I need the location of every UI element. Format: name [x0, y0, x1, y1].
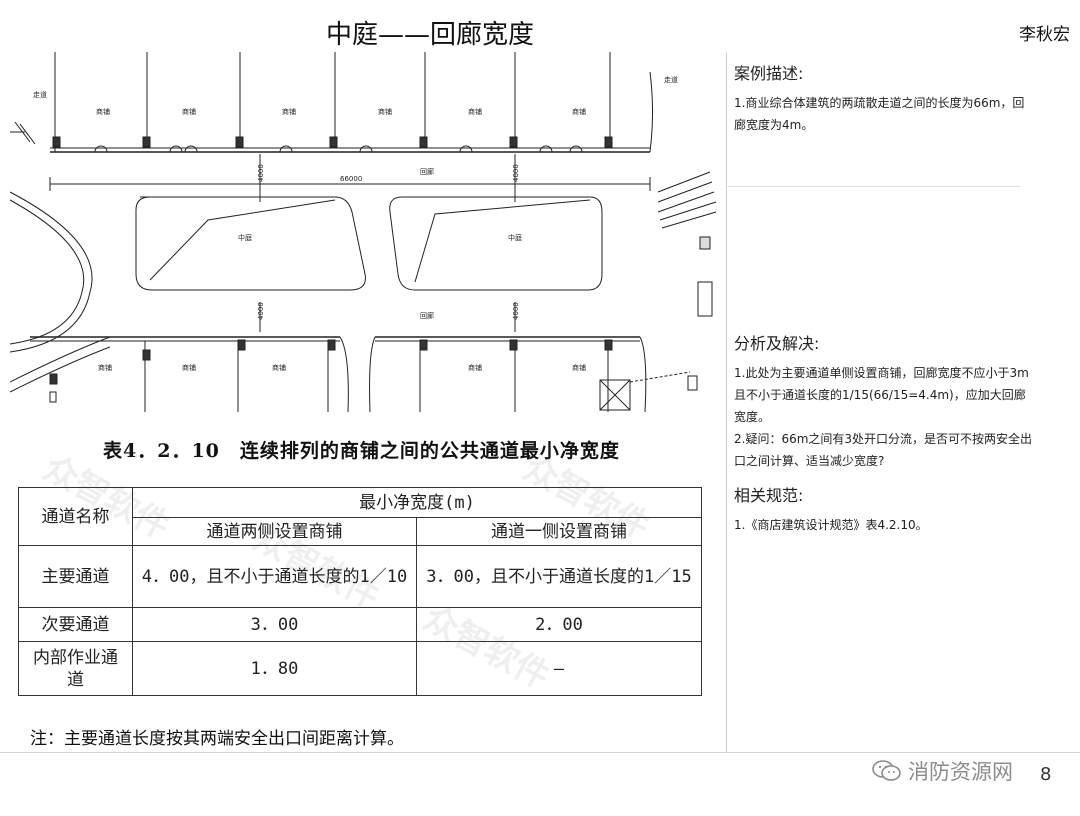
analysis-title: 分析及解决:: [734, 334, 820, 353]
label-shop: 商铺: [468, 363, 482, 372]
label-atrium: 中庭: [508, 233, 522, 242]
page-number: 8: [1040, 764, 1052, 785]
label-corridor-right: 走道: [664, 75, 678, 84]
wechat-icon: [872, 760, 901, 781]
label-shop: 商铺: [98, 363, 112, 372]
table-caption: 表4．2．10 连续排列的商铺之间的公共通道最小净宽度: [103, 440, 620, 462]
header-both-sides: 通道两侧设置商铺: [132, 517, 417, 546]
analysis-text-1: 1.此处为主要通道单侧设置商铺，回廊宽度不应小于3m且不小于通道长度的1/15(…: [734, 366, 1029, 424]
label-shop: 商铺: [468, 107, 482, 116]
footer-logo: 消防资源网: [872, 756, 1013, 786]
label-shop: 商铺: [378, 107, 392, 116]
label-gallery: 回廊: [420, 311, 434, 320]
table-note: 注：主要通道长度按其两端安全出口间距离计算。: [30, 729, 404, 749]
divider-sidebar: [726, 186, 1020, 187]
label-corridor-left: 走道: [33, 90, 47, 99]
cell-one-side: 3．00，且不小于通道长度的1／15: [416, 545, 702, 608]
dimension-width-label: 4000: [512, 164, 520, 182]
label-gallery: 回廊: [420, 167, 434, 176]
cell-both-sides: 1．80: [132, 641, 417, 696]
case-text: 1.商业综合体建筑的两疏散走道之间的长度为66m，回廊宽度为4m。: [734, 96, 1025, 132]
cell-both-sides: 3．00: [132, 607, 417, 642]
label-shop: 商铺: [182, 363, 196, 372]
slide-title: 中庭——回廊宽度: [326, 20, 535, 50]
floor-plan-drawing: 走道 走道 商铺 商铺 商铺 商铺 商铺 商铺 66000 回廊 中庭 中庭 回…: [10, 52, 717, 412]
min-width-table: 通道名称 最小净宽度(m) 通道两侧设置商铺 通道一侧设置商铺 主要通道 4．0…: [18, 487, 702, 696]
label-shop: 商铺: [572, 363, 586, 372]
case-title: 案例描述:: [734, 64, 804, 83]
header-min-width: 最小净宽度(m): [132, 487, 702, 518]
label-shop: 商铺: [96, 107, 110, 116]
author-name: 李秋宏: [1019, 25, 1070, 45]
dimension-width-label: 4000: [512, 302, 520, 320]
divider-vertical: [726, 52, 727, 752]
table-row: 内部作业通道 1．80 —: [18, 641, 702, 696]
header-one-side: 通道一侧设置商铺: [416, 517, 702, 546]
norms-section: 相关规范: 1.《商店建筑设计规范》表4.2.10。: [734, 482, 1034, 536]
dimension-width-label: 4000: [257, 302, 265, 320]
table-row: 主要通道 4．00，且不小于通道长度的1／10 3．00，且不小于通道长度的1／…: [18, 545, 702, 608]
analysis-section: 分析及解决: 1.此处为主要通道单侧设置商铺，回廊宽度不应小于3m且不小于通道长…: [734, 330, 1034, 472]
header-channel-name: 通道名称: [18, 487, 133, 546]
label-shop: 商铺: [572, 107, 586, 116]
norm-title: 相关规范:: [734, 486, 804, 505]
label-atrium: 中庭: [238, 233, 252, 242]
label-shop: 商铺: [182, 107, 196, 116]
row-name: 内部作业通道: [18, 641, 133, 696]
label-shop: 商铺: [282, 107, 296, 116]
row-name: 主要通道: [18, 545, 133, 608]
analysis-text-2: 2.疑问：66m之间有3处开口分流，是否可不按两安全出口之间计算、适当减少宽度?: [734, 432, 1033, 468]
norm-text: 1.《商店建筑设计规范》表4.2.10。: [734, 518, 928, 532]
footer-logo-text: 消防资源网: [908, 760, 1013, 784]
case-description-section: 案例描述: 1.商业综合体建筑的两疏散走道之间的长度为66m，回廊宽度为4m。: [734, 60, 1034, 136]
cell-one-side: —: [416, 641, 702, 696]
table-row: 次要通道 3．00 2．00: [18, 607, 702, 642]
dimension-width-label: 4000: [257, 164, 265, 182]
cell-one-side: 2．00: [416, 607, 702, 642]
label-shop: 商铺: [272, 363, 286, 372]
dimension-span-label: 66000: [340, 175, 362, 183]
divider-footer: [0, 752, 1080, 753]
cell-both-sides: 4．00，且不小于通道长度的1／10: [132, 545, 417, 608]
row-name: 次要通道: [18, 607, 133, 642]
